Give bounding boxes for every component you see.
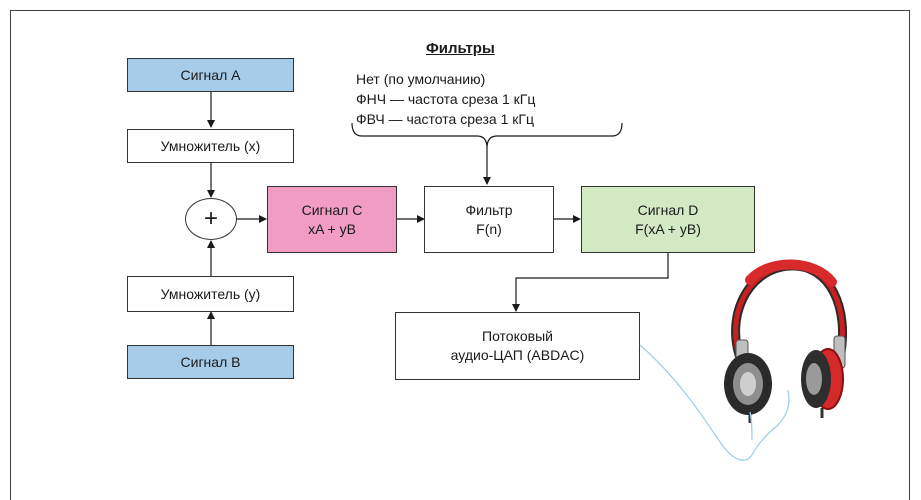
filter-options-brace xyxy=(351,122,623,149)
signal-d-block: Сигнал D F(xA + yB) xyxy=(581,186,755,253)
filter-name: Фильтр xyxy=(465,201,513,218)
filter-option-lpf: ФНЧ — частота среза 1 кГц xyxy=(356,91,536,107)
signal-a-label: Сигнал A xyxy=(180,66,241,83)
filter-formula: F(n) xyxy=(476,220,502,237)
dac-name: Потоковый xyxy=(482,328,553,344)
filter-option-none: Нет (по умолчанию) xyxy=(356,71,486,87)
signal-b-block: Сигнал B xyxy=(127,345,294,379)
multiplier-x-block: Умножитель (x) xyxy=(127,129,294,163)
signal-d-formula: F(xA + yB) xyxy=(635,220,701,237)
multiplier-y-block: Умножитель (y) xyxy=(127,276,294,312)
filter-block: Фильтр F(n) xyxy=(424,186,554,253)
multiplier-x-label: Умножитель (x) xyxy=(160,137,261,154)
filters-title: Фильтры xyxy=(426,40,495,57)
signal-c-name: Сигнал C xyxy=(301,201,363,218)
signal-d-name: Сигнал D xyxy=(637,201,699,218)
diagram-frame xyxy=(10,10,910,500)
adder-node: + xyxy=(185,198,237,240)
dac-block: Потоковый аудио-ЦАП (ABDAC) xyxy=(395,312,640,380)
adder-symbol: + xyxy=(203,205,218,232)
arrow-signal-d-to-dac xyxy=(512,253,669,312)
signal-b-label: Сигнал B xyxy=(180,353,241,370)
headphones-icon xyxy=(724,259,848,423)
signal-c-block: Сигнал C xA + yB xyxy=(267,186,397,253)
signal-a-block: Сигнал A xyxy=(127,58,294,92)
signal-c-formula: xA + yB xyxy=(308,220,356,237)
multiplier-y-label: Умножитель (y) xyxy=(160,285,261,302)
filter-option-hpf: ФВЧ — частота среза 1 кГц xyxy=(356,111,534,127)
dac-type: аудио-ЦАП (ABDAC) xyxy=(450,347,585,363)
